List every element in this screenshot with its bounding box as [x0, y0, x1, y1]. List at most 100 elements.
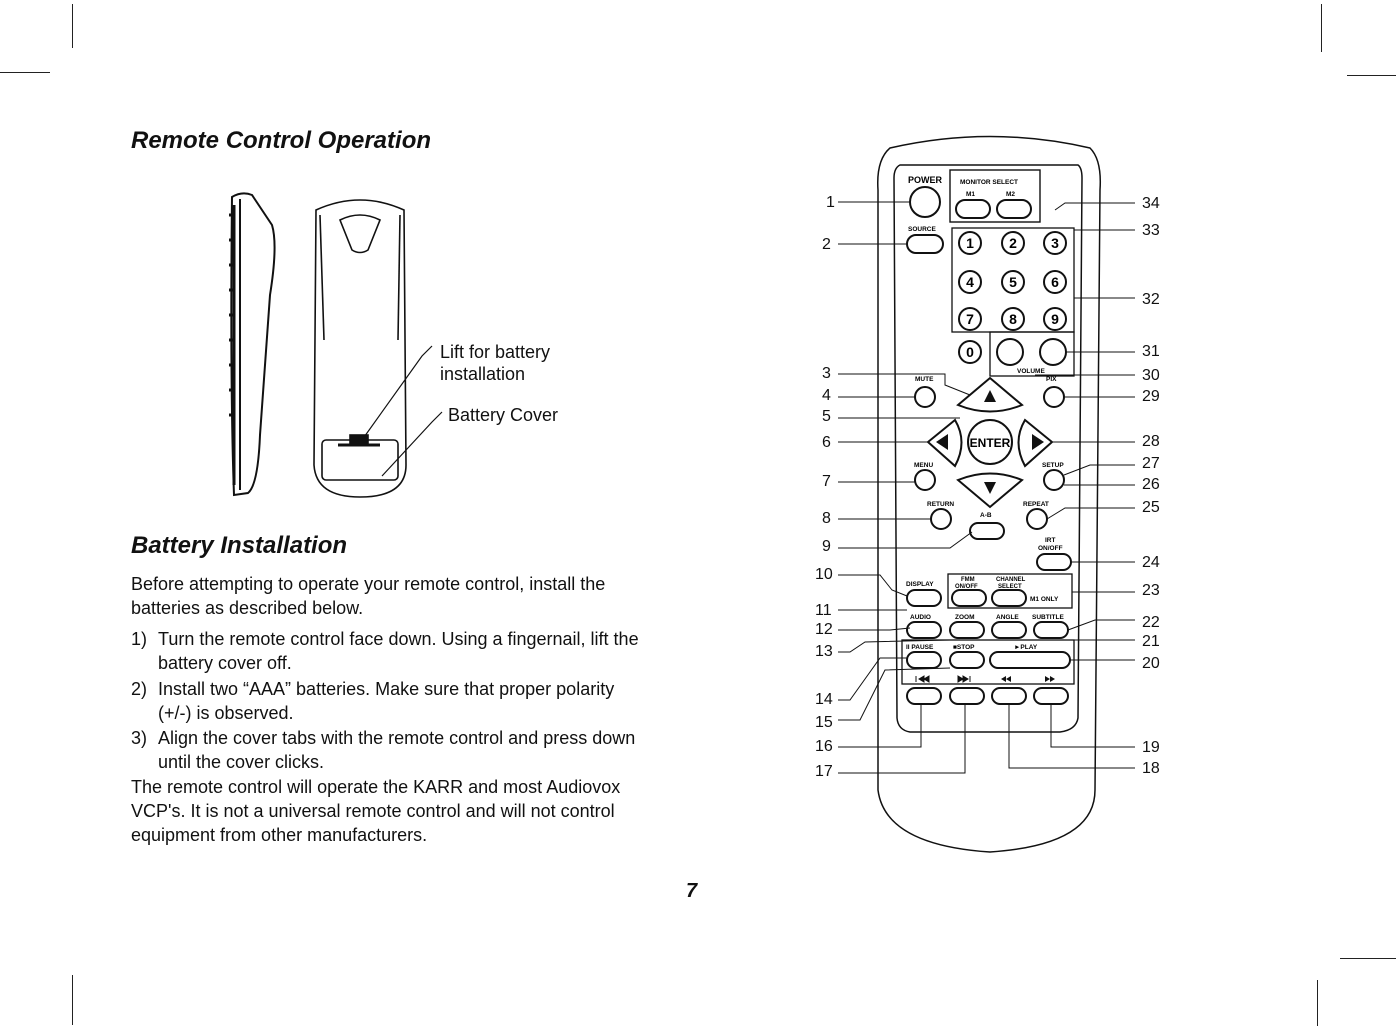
step-number: 1) [131, 629, 148, 649]
digit-3-label: 3 [1051, 235, 1059, 251]
return-button[interactable] [930, 508, 952, 530]
label-subtitle: SUBTITLE [1032, 614, 1064, 621]
digit-8-button[interactable] [1001, 307, 1025, 331]
label-fmm: FMM [961, 577, 975, 583]
label-fmm-onoff: ON/OFF [955, 584, 978, 590]
irt-button[interactable] [1036, 553, 1072, 571]
right-arrow-icon [1032, 434, 1044, 450]
crop-mark [1340, 958, 1396, 959]
mute-button[interactable] [914, 386, 936, 408]
digit-6-label: 6 [1051, 274, 1059, 290]
digit-1-button[interactable] [958, 231, 982, 255]
repeat-button[interactable] [1026, 508, 1048, 530]
callout-30: 30 [1142, 367, 1160, 384]
remote-side-buttons [229, 213, 233, 417]
pause-button[interactable] [906, 651, 942, 669]
label-m1: M1 [966, 191, 975, 198]
digit-7-button[interactable] [958, 307, 982, 331]
intro-line: batteries as described below. [131, 598, 364, 618]
label-source: SOURCE [908, 226, 936, 233]
digit-5-button[interactable] [1001, 270, 1025, 294]
setup-button[interactable] [1043, 469, 1065, 491]
enter-button[interactable] [967, 419, 1013, 465]
volume-down-button[interactable] [996, 338, 1024, 366]
subtitle-button[interactable] [1033, 621, 1069, 639]
crop-mark [72, 975, 73, 1025]
digit-2-button[interactable] [1001, 231, 1025, 255]
source-button[interactable] [906, 234, 944, 254]
callout-28: 28 [1142, 433, 1160, 450]
callout-16: 16 [815, 738, 833, 755]
callout-34: 34 [1142, 195, 1160, 212]
stop-button[interactable] [949, 651, 985, 669]
callout-27: 27 [1142, 455, 1160, 472]
callout-7: 7 [822, 473, 831, 490]
m2-button[interactable] [996, 199, 1032, 219]
rewind-button[interactable] [991, 687, 1027, 705]
digit-4-button[interactable] [958, 270, 982, 294]
callout-31: 31 [1142, 343, 1160, 360]
fast-forward-button[interactable] [1033, 687, 1069, 705]
callout-33: 33 [1142, 222, 1160, 239]
step-number: 3) [131, 728, 148, 748]
label-volume: VOLUME [1017, 368, 1045, 375]
intro-line: Before attempting to operate your remote… [131, 574, 606, 594]
power-button[interactable] [909, 186, 941, 218]
zoom-button[interactable] [949, 621, 985, 639]
menu-button[interactable] [914, 469, 936, 491]
callout-leaders-left-figure [361, 345, 443, 477]
crop-mark [0, 72, 50, 73]
skip-forward-icon [957, 675, 971, 683]
fmm-button[interactable] [951, 589, 987, 607]
step-line: (+/-) is observed. [158, 703, 294, 723]
digit-0-label: 0 [966, 344, 974, 360]
left-arrow-icon [936, 434, 948, 450]
digit-4-label: 4 [966, 274, 974, 290]
m1-button[interactable] [955, 199, 991, 219]
ab-button[interactable] [969, 522, 1005, 540]
transport-frame [901, 639, 1075, 685]
next-button[interactable] [949, 687, 985, 705]
callout-22: 22 [1142, 614, 1160, 631]
channel-select-button[interactable] [991, 589, 1027, 607]
step-2: 2) Install two “AAA” batteries. Make sur… [131, 677, 691, 727]
fast-forward-icon [1045, 676, 1055, 682]
digit-3-button[interactable] [1043, 231, 1067, 255]
digit-8-label: 8 [1009, 311, 1017, 327]
callout-21: 21 [1142, 633, 1160, 650]
label-audio: AUDIO [910, 614, 931, 621]
volume-frame [989, 331, 1075, 377]
callout-11: 11 [815, 602, 832, 619]
digit-1-label: 1 [966, 235, 974, 251]
audio-button[interactable] [906, 621, 942, 639]
step-number: 2) [131, 679, 148, 699]
angle-button[interactable] [991, 621, 1027, 639]
play-button[interactable] [989, 651, 1071, 669]
callout-29: 29 [1142, 388, 1160, 405]
label-mute: MUTE [915, 376, 934, 383]
callout-25: 25 [1142, 499, 1160, 516]
digit-9-button[interactable] [1043, 307, 1067, 331]
digit-2-label: 2 [1009, 235, 1017, 251]
label-stop: ■STOP [953, 644, 975, 651]
callout-23: 23 [1142, 582, 1160, 599]
callout-32: 32 [1142, 291, 1160, 308]
display-button[interactable] [906, 589, 942, 607]
remote-face-outline [893, 164, 1083, 733]
step-1: 1) Turn the remote control face down. Us… [131, 627, 691, 677]
step-line: Install two “AAA” batteries. Make sure t… [158, 679, 615, 699]
down-arrow-icon [984, 482, 996, 494]
digit-0-button[interactable] [958, 340, 982, 364]
callout-2: 2 [822, 236, 831, 253]
label-irt: IRT [1045, 537, 1056, 544]
footer-line: equipment from other manufacturers. [131, 825, 428, 845]
callout-17: 17 [815, 763, 833, 780]
label-repeat: REPEAT [1023, 501, 1049, 508]
crop-mark [72, 4, 73, 48]
label-angle: ANGLE [996, 614, 1019, 621]
digit-6-button[interactable] [1043, 270, 1067, 294]
prev-button[interactable] [906, 687, 942, 705]
volume-up-button[interactable] [1039, 338, 1067, 366]
pix-button[interactable] [1043, 386, 1065, 408]
callout-13: 13 [815, 643, 833, 660]
